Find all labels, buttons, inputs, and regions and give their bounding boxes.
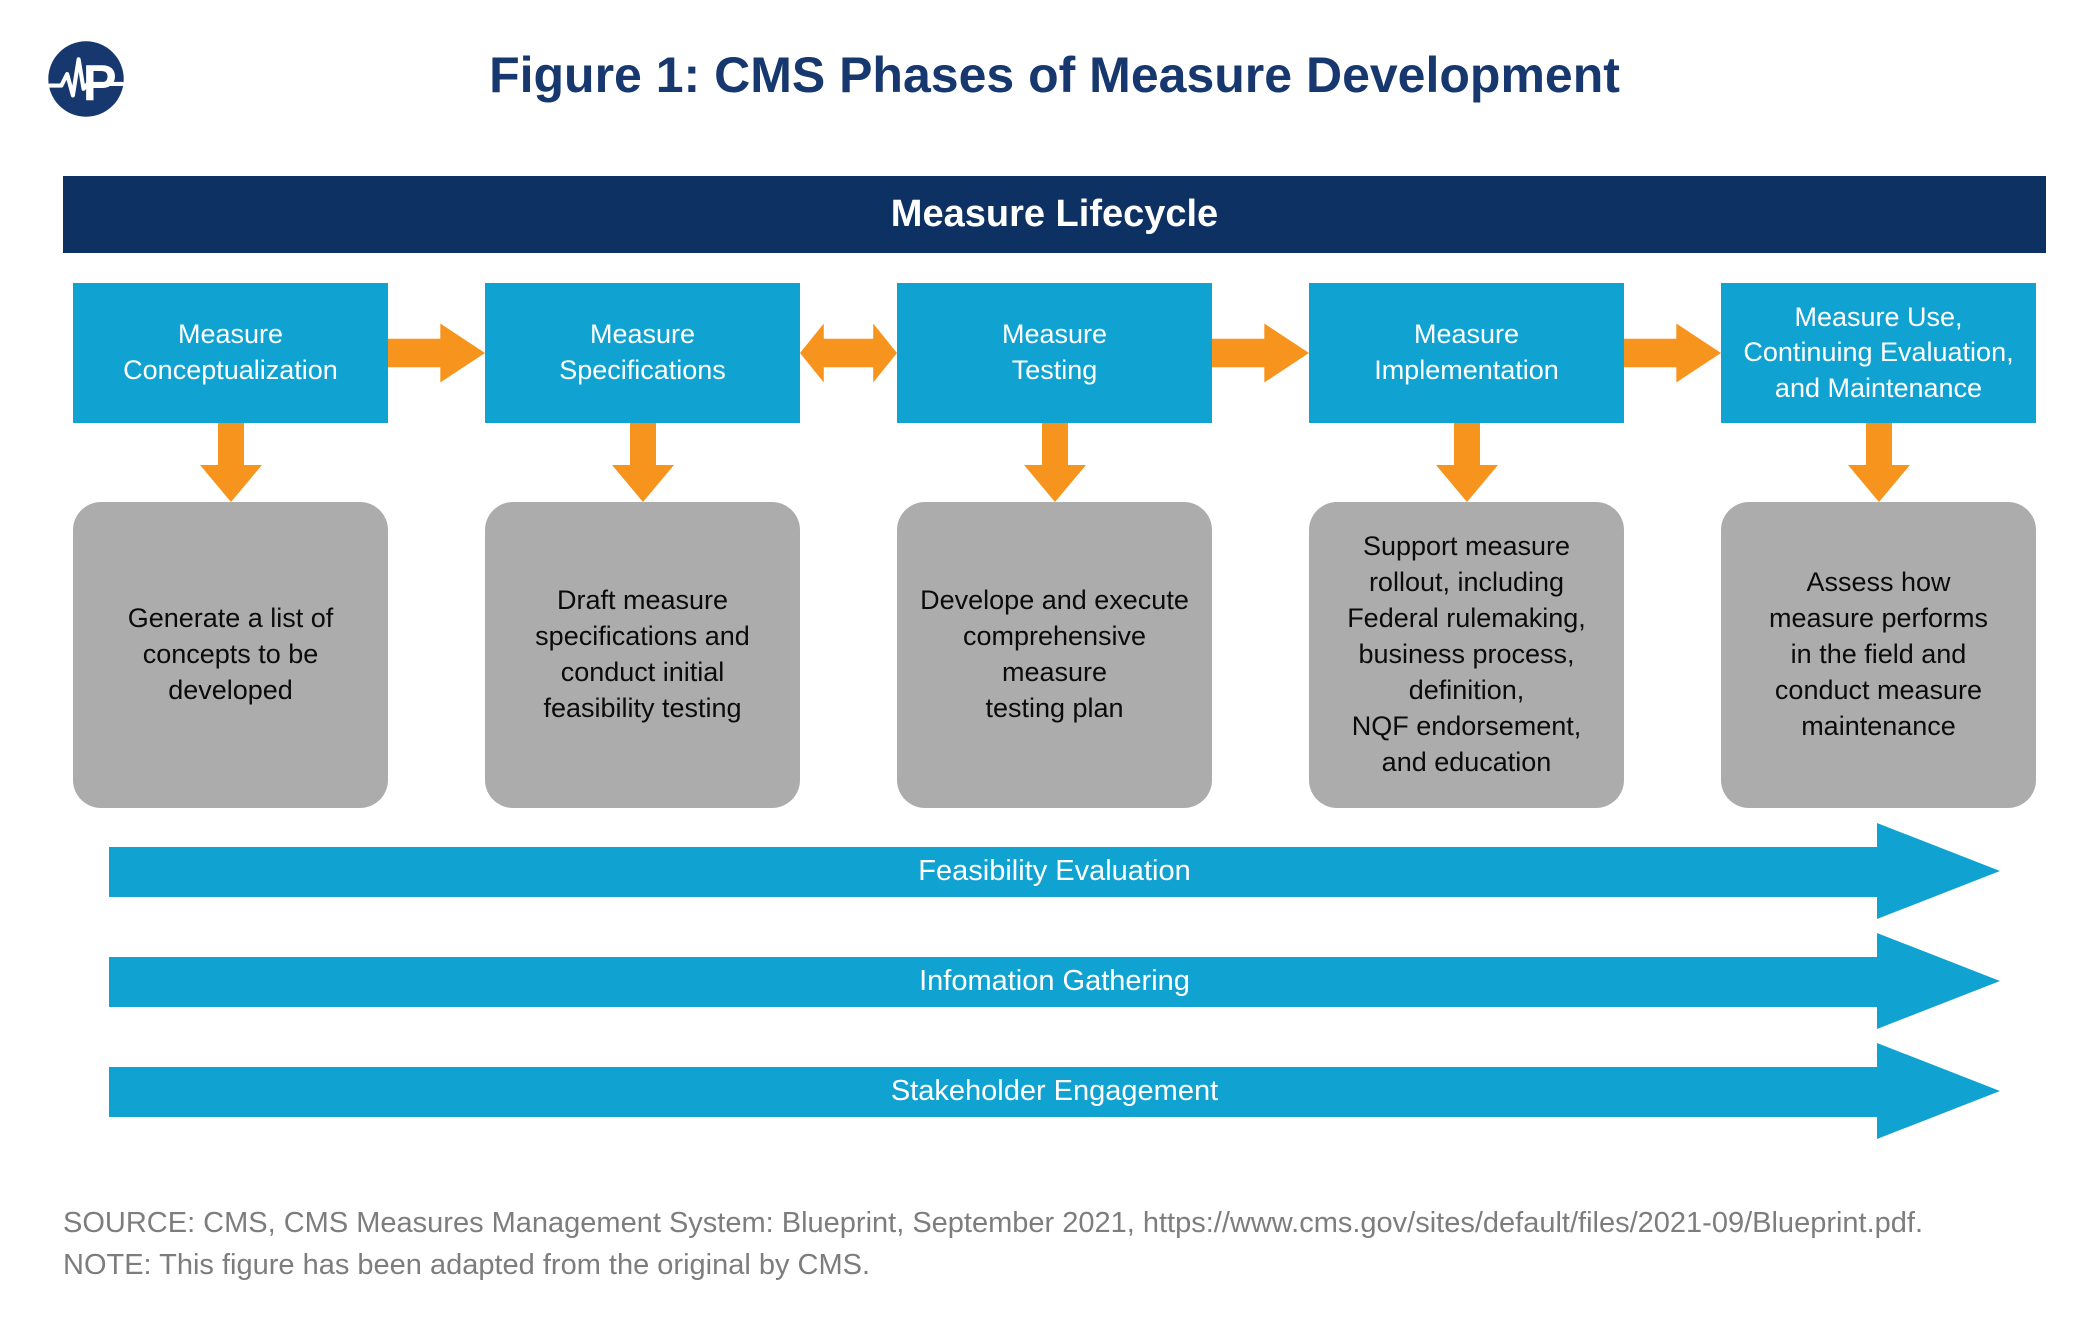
timeline-arrow-label: Infomation Gathering <box>919 965 1190 997</box>
detail-box-testing: Develope and execute comprehensive measu… <box>897 502 1212 808</box>
phase-box-use-maintenance: Measure Use, Continuing Evaluation, and … <box>1721 283 2036 423</box>
pulse-logo-icon: P <box>47 41 125 117</box>
detail-text: Develope and execute comprehensive measu… <box>920 585 1189 723</box>
timeline-arrow-information: Infomation Gathering <box>109 933 2000 1030</box>
detail-box-conceptualization: Generate a list of concepts to be develo… <box>73 502 388 808</box>
phase-box-specifications: Measure Specifications <box>485 283 800 423</box>
lifecycle-banner: Measure Lifecycle <box>63 176 2046 253</box>
phase-box-conceptualization: Measure Conceptualization <box>73 283 388 423</box>
lifecycle-banner-label: Measure Lifecycle <box>890 193 1219 235</box>
phase-label: Measure Specifications <box>559 319 726 385</box>
arrow-right-icon <box>1212 322 1309 384</box>
timeline-arrow-body <box>109 957 1877 1007</box>
arrow-down-icon <box>1435 423 1498 502</box>
timeline-arrow-body <box>109 1067 1877 1117</box>
arrow-down-icon <box>199 423 262 502</box>
phase-box-testing: Measure Testing <box>897 283 1212 423</box>
detail-col-use-maintenance: Assess how measure performs in the field… <box>1721 423 2036 808</box>
detail-text: Generate a list of concepts to be develo… <box>127 603 334 705</box>
column-spacer <box>388 423 485 808</box>
timeline-arrow-body <box>109 847 1877 897</box>
detail-text: Assess how measure performs in the field… <box>1768 567 1989 741</box>
timeline-arrowhead-icon <box>1877 1043 2000 1139</box>
arrow-down-icon <box>611 423 674 502</box>
arrow-double-icon <box>800 322 897 384</box>
detail-box-implementation: Support measure rollout, including Feder… <box>1309 502 1624 808</box>
detail-col-testing: Develope and execute comprehensive measu… <box>897 423 1212 808</box>
note-text: NOTE: This figure has been adapted from … <box>63 1249 871 1282</box>
figure-header: P Figure 1: CMS Phases of Measure Develo… <box>47 0 2046 176</box>
figure-page: P Figure 1: CMS Phases of Measure Develo… <box>47 0 2046 1286</box>
detail-text: Support measure rollout, including Feder… <box>1347 531 1586 777</box>
timeline-arrowhead-icon <box>1877 823 2000 919</box>
arrow-down-icon <box>1847 423 1910 502</box>
phases-row: Measure Conceptualization Measure Specif… <box>73 283 2036 423</box>
detail-col-specifications: Draft measure specifications and conduct… <box>485 423 800 808</box>
timeline-arrow-label: Feasibility Evaluation <box>918 855 1191 887</box>
timeline-arrowhead-icon <box>1877 933 2000 1029</box>
phase-label: Measure Use, Continuing Evaluation, and … <box>1743 301 2014 403</box>
phase-label: Measure Conceptualization <box>123 319 338 385</box>
detail-text: Draft measure specifications and conduct… <box>535 585 750 723</box>
arrow-down-icon <box>1023 423 1086 502</box>
detail-box-specifications: Draft measure specifications and conduct… <box>485 502 800 808</box>
details-row: Generate a list of concepts to be develo… <box>73 423 2036 808</box>
figure-title: Figure 1: CMS Phases of Measure Developm… <box>489 47 1620 103</box>
figure-footer: SOURCE: CMS, CMS Measures Management Sys… <box>63 1202 2046 1286</box>
arrow-right-icon <box>1624 322 1721 384</box>
detail-col-conceptualization: Generate a list of concepts to be develo… <box>73 423 388 808</box>
timeline-arrow-label: Stakeholder Engagement <box>890 1075 1219 1107</box>
timeline-arrows: Feasibility Evaluation Infomation Gather… <box>63 823 2046 1140</box>
phase-label: Measure Testing <box>1001 319 1108 385</box>
source-text: SOURCE: CMS, CMS Measures Management Sys… <box>63 1207 1924 1239</box>
phase-label: Measure Implementation <box>1374 319 1559 385</box>
arrow-right-icon <box>388 322 485 384</box>
column-spacer <box>1212 423 1309 808</box>
timeline-arrow-feasibility: Feasibility Evaluation <box>109 823 2000 920</box>
phase-box-implementation: Measure Implementation <box>1309 283 1624 423</box>
column-spacer <box>1624 423 1721 808</box>
detail-box-use-maintenance: Assess how measure performs in the field… <box>1721 502 2036 808</box>
detail-col-implementation: Support measure rollout, including Feder… <box>1309 423 1624 808</box>
timeline-arrow-stakeholder: Stakeholder Engagement <box>109 1043 2000 1140</box>
column-spacer <box>800 423 897 808</box>
